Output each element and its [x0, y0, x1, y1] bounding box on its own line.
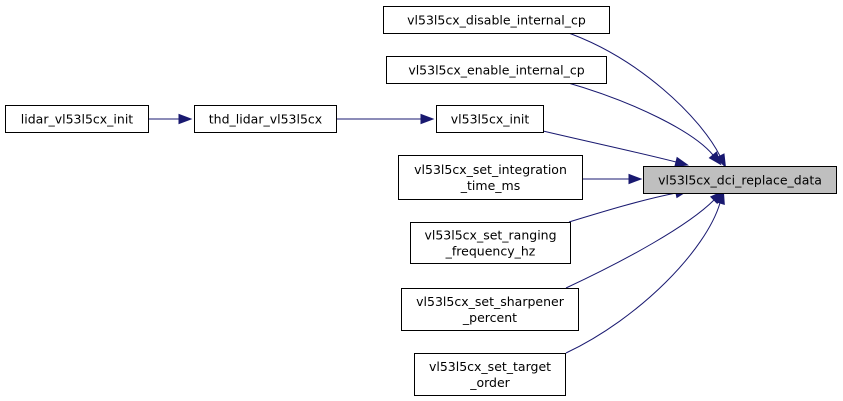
node-label: vl53l5cx_dci_replace_data: [658, 173, 822, 188]
node-label: vl53l5cx_enable_internal_cp: [408, 63, 584, 78]
node-label: _percent: [462, 310, 517, 325]
arrowhead-icon: [674, 156, 689, 167]
node-target-order[interactable]: vl53l5cx_set_target_order: [414, 353, 566, 396]
node-label: vl53l5cx_set_sharpener: [416, 294, 565, 309]
node-box: [5, 105, 149, 133]
node-label: thd_lidar_vl53l5cx: [209, 112, 322, 127]
edge-init-to-replace_data: [542, 130, 689, 167]
node-disable-cp[interactable]: vl53l5cx_disable_internal_cp: [383, 6, 610, 34]
node-box: [386, 56, 607, 84]
edge-line: [564, 81, 714, 156]
node-label: vl53l5cx_init: [451, 112, 530, 127]
node-replace-data: vl53l5cx_dci_replace_data: [643, 166, 837, 194]
node-init[interactable]: vl53l5cx_init: [436, 105, 544, 133]
edge-sharpener-to-replace_data: [565, 190, 724, 289]
node-box: [398, 155, 583, 200]
node-label: vl53l5cx_set_integration: [414, 162, 567, 177]
edge-line: [568, 192, 677, 223]
edge-line: [542, 130, 677, 163]
node-box: [436, 105, 544, 133]
node-label: vl53l5cx_set_target: [429, 359, 551, 374]
node-label: lidar_vl53l5cx_init: [21, 112, 134, 127]
edge-integration-to-replace_data: [582, 173, 643, 185]
node-integration[interactable]: vl53l5cx_set_integration_time_ms: [398, 155, 583, 200]
edge-target_order-to-replace_data: [565, 190, 725, 354]
edge-line: [565, 199, 715, 289]
arrowhead-icon: [708, 151, 722, 166]
edge-thd_lidar-to-init: [335, 113, 435, 125]
node-sharpener[interactable]: vl53l5cx_set_sharpener_percent: [401, 288, 579, 331]
node-enable-cp[interactable]: vl53l5cx_enable_internal_cp: [386, 56, 607, 84]
node-label: _order: [469, 375, 510, 390]
arrowhead-icon: [420, 113, 435, 125]
node-thd-lidar[interactable]: thd_lidar_vl53l5cx: [194, 105, 337, 133]
arrowhead-icon: [628, 173, 643, 185]
node-box: [410, 222, 571, 264]
edge-enable_cp-to-replace_data: [564, 81, 722, 166]
arrowhead-icon: [714, 190, 725, 205]
node-label: _time_ms: [460, 178, 520, 193]
nodes-layer: lidar_vl53l5cx_init thd_lidar_vl53l5cx vl5…: [5, 6, 837, 396]
edge-line: [562, 30, 721, 157]
node-label: _frequency_hz: [445, 244, 536, 259]
node-box: [383, 6, 610, 34]
edge-disable_cp-to-replace_data: [562, 30, 727, 168]
node-box: [414, 353, 566, 396]
edge-line: [565, 202, 721, 354]
node-label: vl53l5cx_disable_internal_cp: [407, 13, 586, 28]
arrowhead-icon: [178, 113, 193, 125]
node-box: [401, 288, 579, 331]
node-box: [643, 166, 837, 194]
node-ranging[interactable]: vl53l5cx_set_ranging_frequency_hz: [410, 222, 571, 264]
node-box: [194, 105, 337, 133]
edge-lidar_init-to-thd_lidar: [147, 113, 193, 125]
node-lidar-init[interactable]: lidar_vl53l5cx_init: [5, 105, 149, 133]
node-label: vl53l5cx_set_ranging: [424, 228, 556, 243]
